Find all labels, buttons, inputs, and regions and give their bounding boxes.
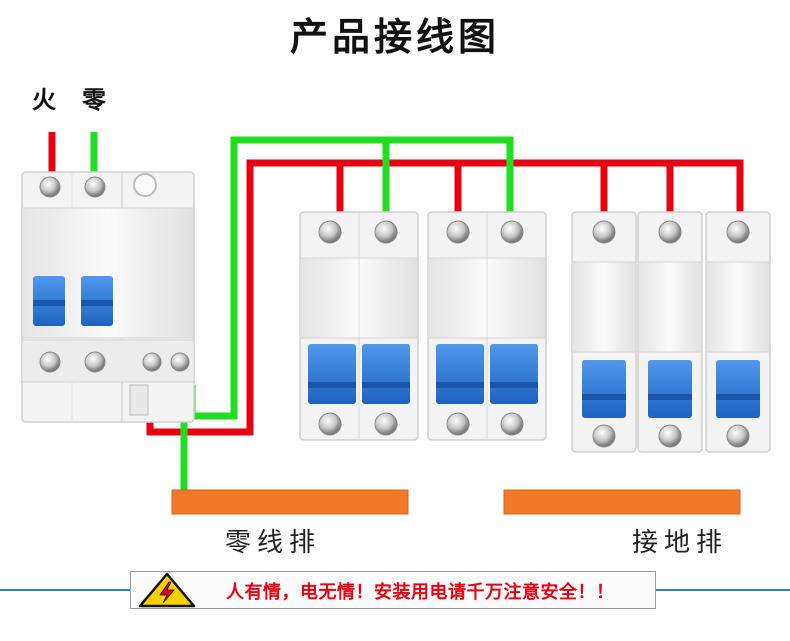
live-wire-label: 火 <box>32 86 56 114</box>
warning-strip <box>130 571 656 609</box>
branch-breaker-1p-3 <box>705 211 771 453</box>
branch-breaker-1p-2 <box>637 211 703 453</box>
safety-warning-text: 人有情，电无情！安装用电请千万注意安全！！ <box>226 582 615 603</box>
branch-breaker-2p-1 <box>299 211 419 441</box>
neutral-wire-label: 零 <box>82 86 106 114</box>
neutral-busbar-label: 零线排 <box>225 528 322 558</box>
electric-shock-warning-icon <box>138 572 196 608</box>
page-title: 产品接线图 <box>289 15 500 59</box>
neutral-busbar <box>171 489 409 515</box>
live-distribution-wire <box>146 159 744 436</box>
live-wires <box>48 132 744 436</box>
ground-busbar-label: 接地排 <box>632 528 729 558</box>
ground-busbar <box>503 489 741 515</box>
branch-breaker-2p-2 <box>427 211 547 441</box>
main-breaker <box>21 171 195 423</box>
branch-breaker-1p-1 <box>571 211 637 453</box>
